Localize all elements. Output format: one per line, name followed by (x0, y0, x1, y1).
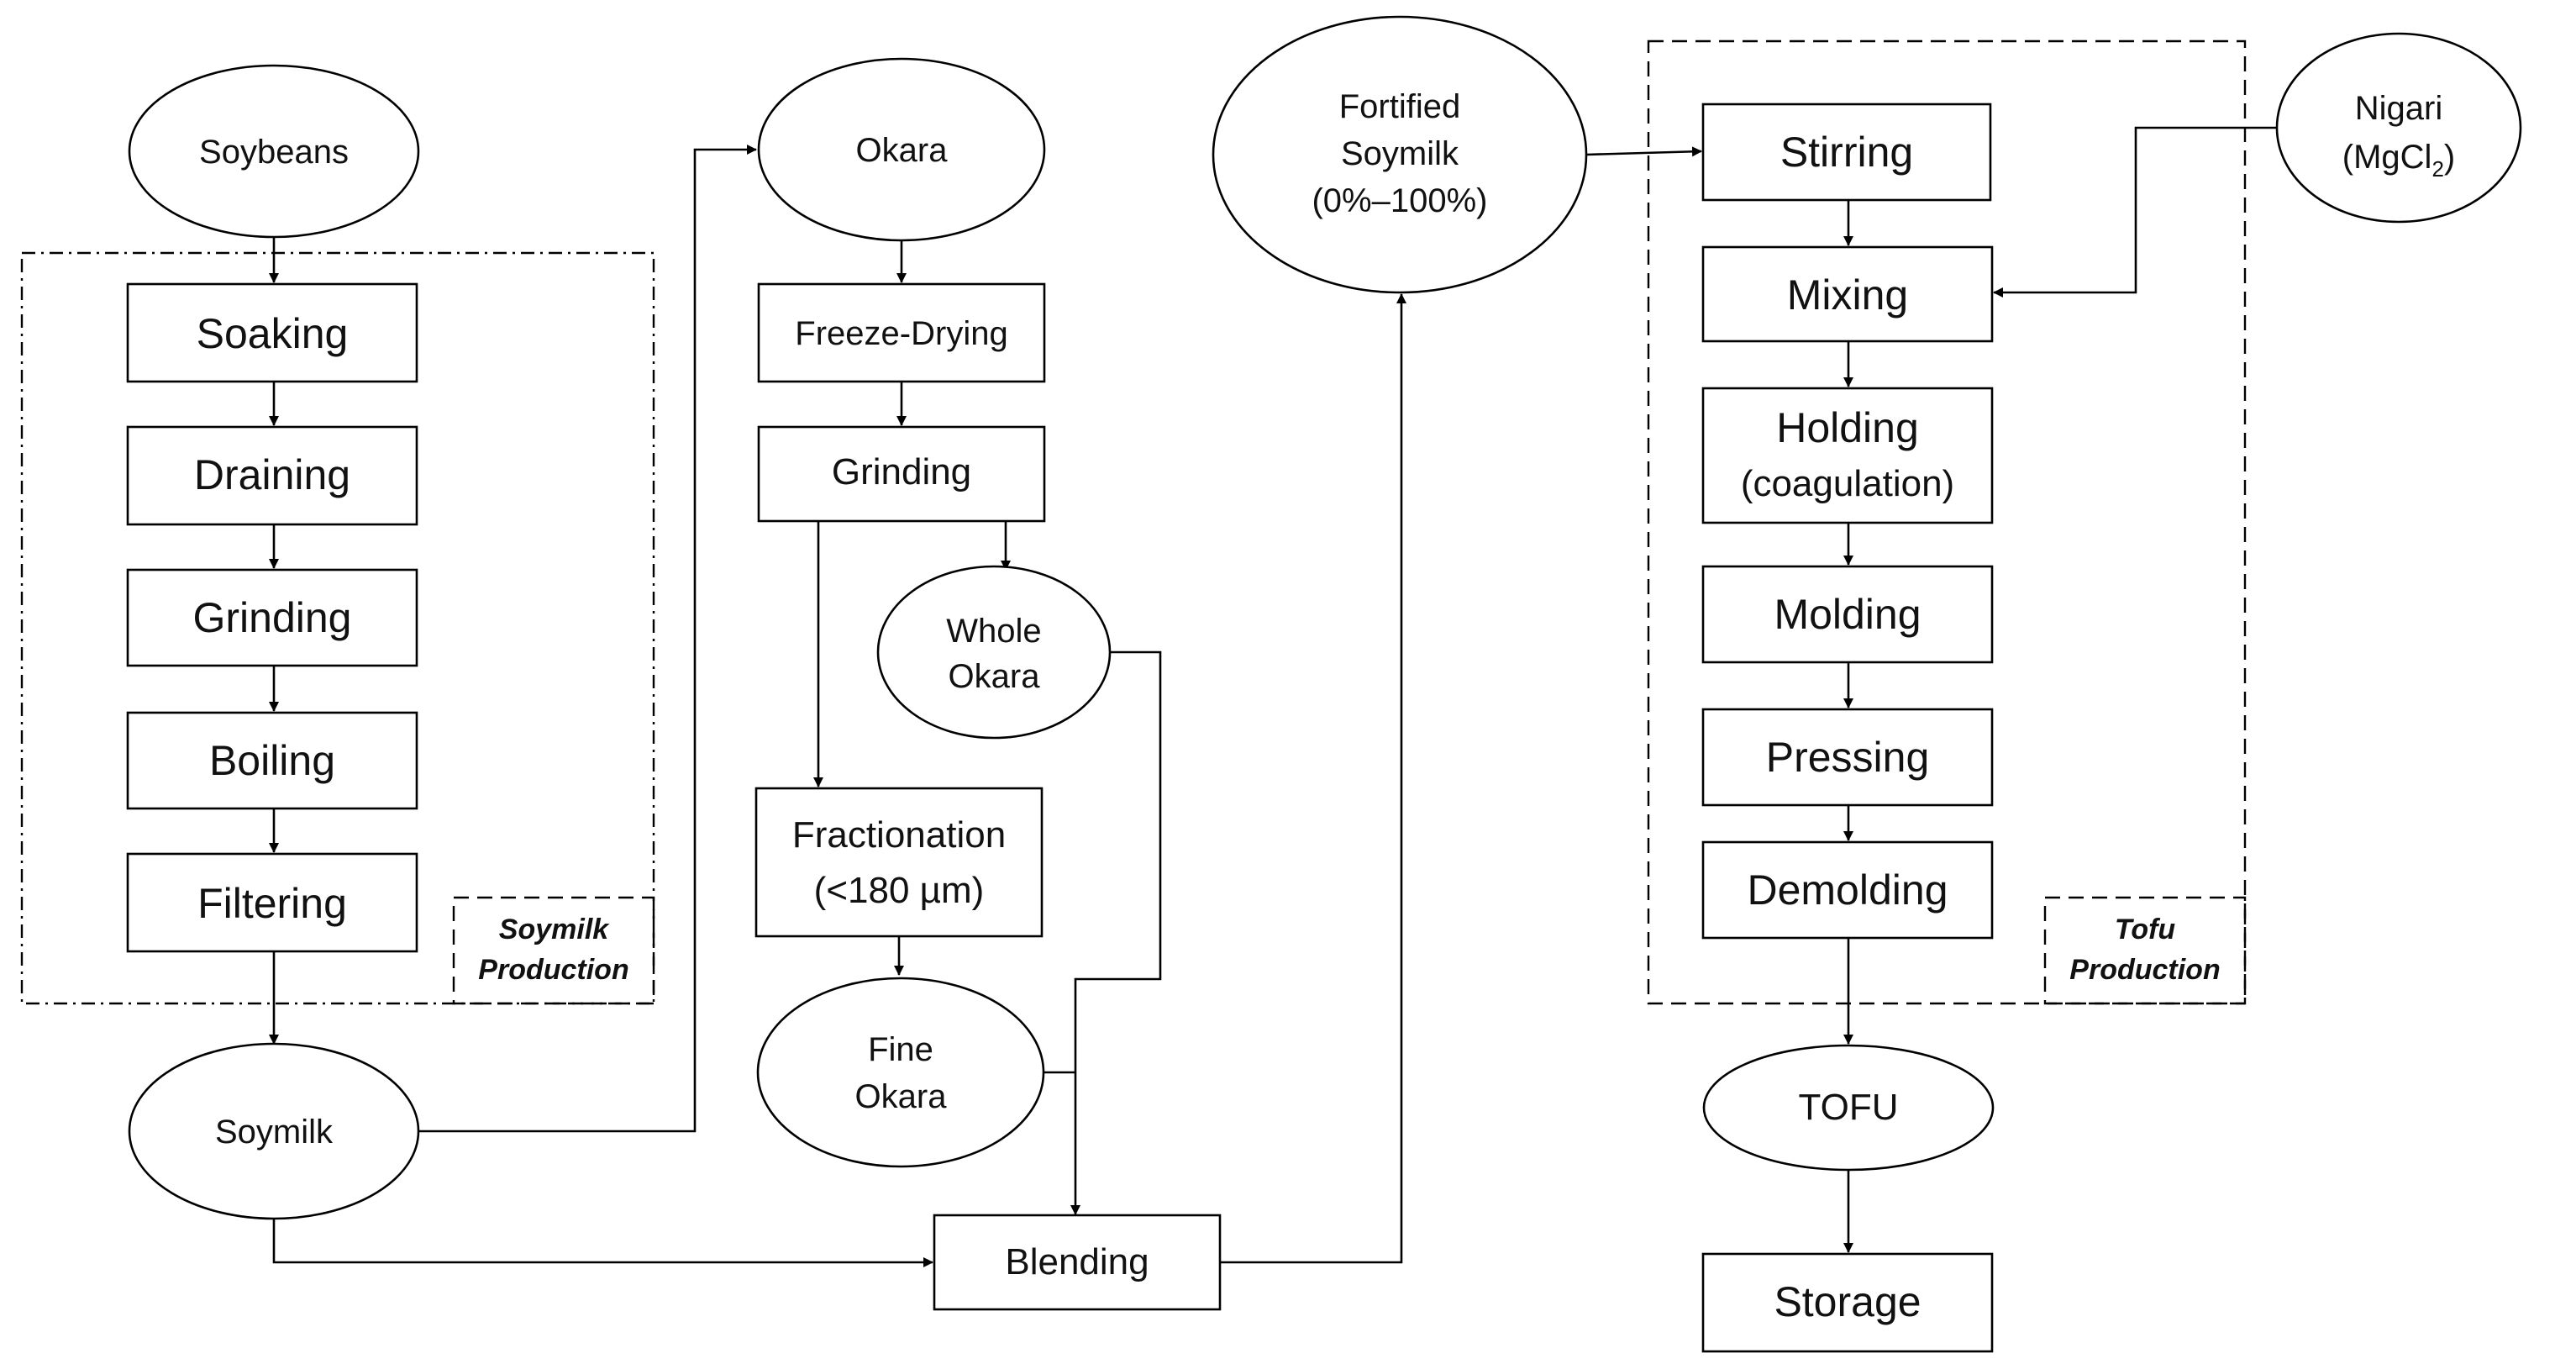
blending-label: Blending (1005, 1241, 1149, 1282)
fine-okara-label-line2: Okara (855, 1078, 948, 1115)
holding-step: Holding (coagulation) (1701, 387, 1994, 524)
nigari-formula: (MgCl2) (2342, 139, 2455, 182)
demolding-label: Demolding (1747, 866, 1948, 914)
pressing-label: Pressing (1766, 734, 1930, 781)
fractionation-label-line2: (<180 µm) (814, 870, 985, 911)
soymilk-production-group: Soymilk Production (20, 251, 655, 1005)
holding-label-line2: (coagulation) (1741, 463, 1954, 504)
fortified-soymilk-label-line1: Fortified (1339, 88, 1461, 125)
nigari-formula-close: ) (2444, 139, 2455, 176)
nigari-formula-subscript: 2 (2431, 156, 2443, 182)
tofu-label: TOFU (1799, 1087, 1899, 1128)
okara-label: Okara (856, 132, 949, 169)
molding-step: Molding (1701, 565, 1994, 664)
okara-grinding-label: Grinding (832, 451, 971, 492)
tofu-production-label-line1: Tofu (2115, 914, 2176, 945)
molding-label: Molding (1774, 591, 1921, 638)
storage-step: Storage (1701, 1252, 1994, 1353)
fortified-soymilk-node: Fortified Soymilk (0%–100%) (1212, 15, 1588, 294)
fine-okara-node: Fine Okara (756, 977, 1045, 1168)
stirring-label: Stirring (1780, 129, 1913, 176)
freeze-drying-step: Freeze-Drying (757, 282, 1046, 383)
soaking-step: Soaking (126, 282, 418, 383)
soybeans-label: Soybeans (199, 134, 349, 171)
fortified-soymilk-label-line3: (0%–100%) (1312, 182, 1487, 219)
okara-grinding-step: Grinding (757, 425, 1046, 523)
tofu-production-label-line2: Production (2069, 954, 2220, 986)
whole-okara-label-line1: Whole (946, 613, 1041, 650)
whole-okara-label-line2: Okara (949, 658, 1041, 695)
connectors (269, 126, 2277, 1267)
tofu-production-group: Tofu Production (1647, 39, 2247, 1005)
blending-step: Blending (933, 1214, 1222, 1311)
nigari-node: Nigari (MgCl2) (2275, 32, 2522, 224)
nigari-label-line1: Nigari (2355, 90, 2442, 127)
freeze-drying-label: Freeze-Drying (795, 315, 1007, 352)
grinding-label: Grinding (193, 594, 352, 641)
storage-label: Storage (1774, 1278, 1921, 1325)
tofu-node: TOFU (1702, 1044, 1995, 1172)
mixing-step: Mixing (1701, 245, 1994, 343)
okara-node: Okara (757, 57, 1046, 242)
draining-step: Draining (126, 425, 418, 526)
soybeans-node: Soybeans (128, 64, 420, 239)
nigari-formula-open: (MgCl (2342, 139, 2432, 176)
demolding-step: Demolding (1701, 840, 1994, 940)
holding-label-line1: Holding (1776, 404, 1919, 451)
draining-label: Draining (194, 451, 350, 498)
soymilk-production-label-line2: Production (478, 954, 628, 986)
filtering-label: Filtering (197, 880, 347, 927)
soymilk-label: Soymilk (215, 1114, 334, 1151)
soymilk-node: Soymilk (128, 1042, 420, 1220)
fractionation-label-line1: Fractionation (792, 814, 1006, 856)
soaking-label: Soaking (197, 310, 349, 357)
fractionation-step: Fractionation (<180 µm) (754, 787, 1044, 938)
pressing-step: Pressing (1701, 708, 1994, 807)
grinding-step: Grinding (126, 568, 418, 667)
boiling-label: Boiling (209, 737, 335, 784)
fine-okara-label-line1: Fine (868, 1031, 933, 1068)
whole-okara-node: Whole Okara (876, 565, 1112, 740)
stirring-step: Stirring (1701, 103, 1992, 202)
mixing-label: Mixing (1787, 271, 1908, 319)
soymilk-production-label-line1: Soymilk (499, 914, 610, 945)
filtering-step: Filtering (126, 852, 418, 953)
boiling-step: Boiling (126, 711, 418, 810)
fortified-soymilk-label-line2: Soymilk (1341, 135, 1459, 172)
